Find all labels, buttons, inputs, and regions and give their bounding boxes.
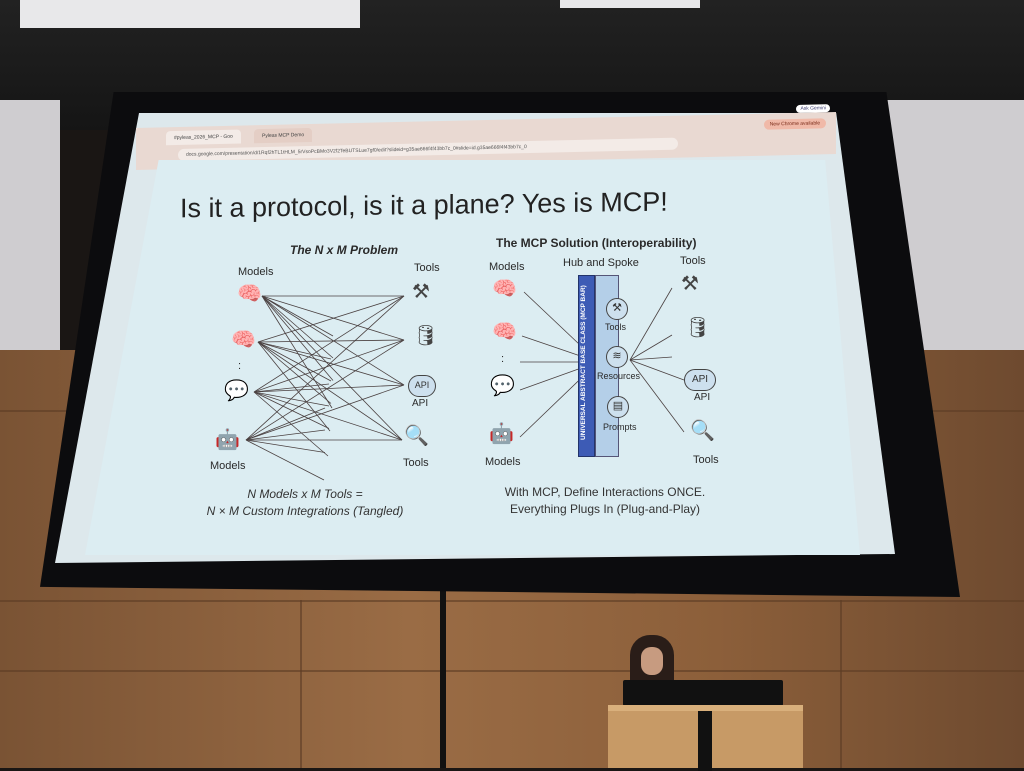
tangled-line: [245, 384, 405, 441]
hub-label: Hub and Spoke: [563, 257, 639, 269]
tangled-line: [257, 341, 405, 386]
node-prompts: Prompts: [603, 422, 637, 432]
caption-line: Everything Plugs In (Plug-and-Play): [509, 502, 701, 516]
right-caption: With MCP, Define Interactions ONCE. Ever…: [490, 484, 720, 518]
mcp-bar: [578, 275, 595, 457]
tangled-line: [257, 341, 332, 382]
right-heading: The MCP Solution (Interoperability): [496, 236, 697, 250]
brain-icon: 🧠: [231, 329, 256, 351]
ceiling-light: [20, 0, 360, 28]
tangled-line: [245, 295, 405, 441]
left-heading: The N x M Problem: [290, 243, 399, 257]
database-icon: 🛢: [685, 317, 711, 339]
label-tools: Tools: [680, 255, 706, 267]
spoke-line: [629, 334, 673, 361]
label-tools: Tools: [693, 454, 719, 466]
node-resources: Resources: [597, 371, 641, 381]
tangled-line: [253, 391, 403, 441]
chat-icon: 💬: [224, 380, 249, 402]
ceiling-light: [560, 0, 700, 8]
caption-line: N × M Custom Integrations (Tangled): [206, 504, 404, 518]
label-models: Models: [485, 456, 521, 468]
tangled-line: [253, 384, 405, 393]
ellipsis: :: [238, 360, 242, 372]
robot-icon: 🤖: [215, 429, 240, 451]
spoke-line: [629, 359, 685, 381]
spoke-line: [629, 359, 685, 433]
spoke-line: [629, 287, 673, 361]
caption-line: N Models x M Tools =: [247, 487, 363, 501]
tools-icon: ⚒: [412, 281, 430, 303]
tangled-line: [253, 295, 405, 393]
caption-line: With MCP, Define Interactions ONCE.: [504, 485, 706, 499]
label-models: Models: [210, 460, 246, 472]
wall: [0, 100, 60, 370]
database-icon: ≋: [606, 346, 628, 368]
tools-icon: ⚒: [681, 273, 699, 295]
podium: [608, 705, 803, 771]
brain-icon: 🧠: [237, 283, 262, 305]
slide: [85, 160, 860, 555]
brain-icon: 🧠: [492, 278, 517, 300]
brain-icon: 🧠: [492, 321, 517, 343]
tangled-line: [261, 295, 334, 337]
label-api: API: [412, 398, 429, 409]
label-tools: Tools: [414, 262, 440, 274]
left-caption: N Models x M Tools = N × M Custom Integr…: [205, 486, 405, 520]
label-models: Models: [489, 261, 525, 273]
label-models: Models: [238, 266, 274, 278]
mcp-bar-label: UNIVERSAL ABSTRACT BASE CLASS (MCP BAR): [580, 285, 587, 440]
tools-icon: ⚒: [606, 298, 628, 320]
tangled-line: [257, 339, 405, 343]
ellipsis: :: [501, 353, 505, 365]
tangled-line: [261, 295, 403, 441]
tangled-line: [245, 439, 325, 481]
node-tools: Tools: [605, 322, 627, 332]
tangled-line: [245, 429, 326, 441]
search-icon: 🔍: [404, 425, 429, 447]
database-icon: 🛢: [413, 325, 439, 347]
tangled-line: [261, 295, 334, 381]
tangled-line: [245, 439, 326, 453]
tangled-line: [245, 407, 326, 441]
label-api: API: [694, 392, 711, 403]
tangled-line: [257, 341, 332, 404]
presenter: [628, 635, 678, 695]
tangled-line: [253, 391, 330, 429]
robot-icon: 🤖: [489, 423, 514, 445]
tangled-line: [261, 295, 333, 409]
document-icon: ▤: [607, 396, 629, 418]
api-cloud-icon: API: [408, 375, 436, 397]
api-cloud-icon: API: [684, 369, 716, 391]
tangled-line: [253, 383, 330, 393]
tangled-line: [257, 295, 405, 343]
search-icon: 🔍: [690, 420, 715, 442]
spoke-line: [629, 356, 673, 361]
tangled-line: [257, 341, 332, 360]
tangled-line: [245, 339, 405, 441]
chat-icon: 💬: [490, 375, 515, 397]
tangled-line: [261, 295, 334, 359]
laptop: [623, 680, 783, 706]
tangled-line: [261, 295, 405, 386]
tangled-line: [257, 341, 403, 441]
label-tools: Tools: [403, 457, 429, 469]
tangled-line: [257, 341, 331, 432]
tangled-line: [253, 339, 405, 393]
